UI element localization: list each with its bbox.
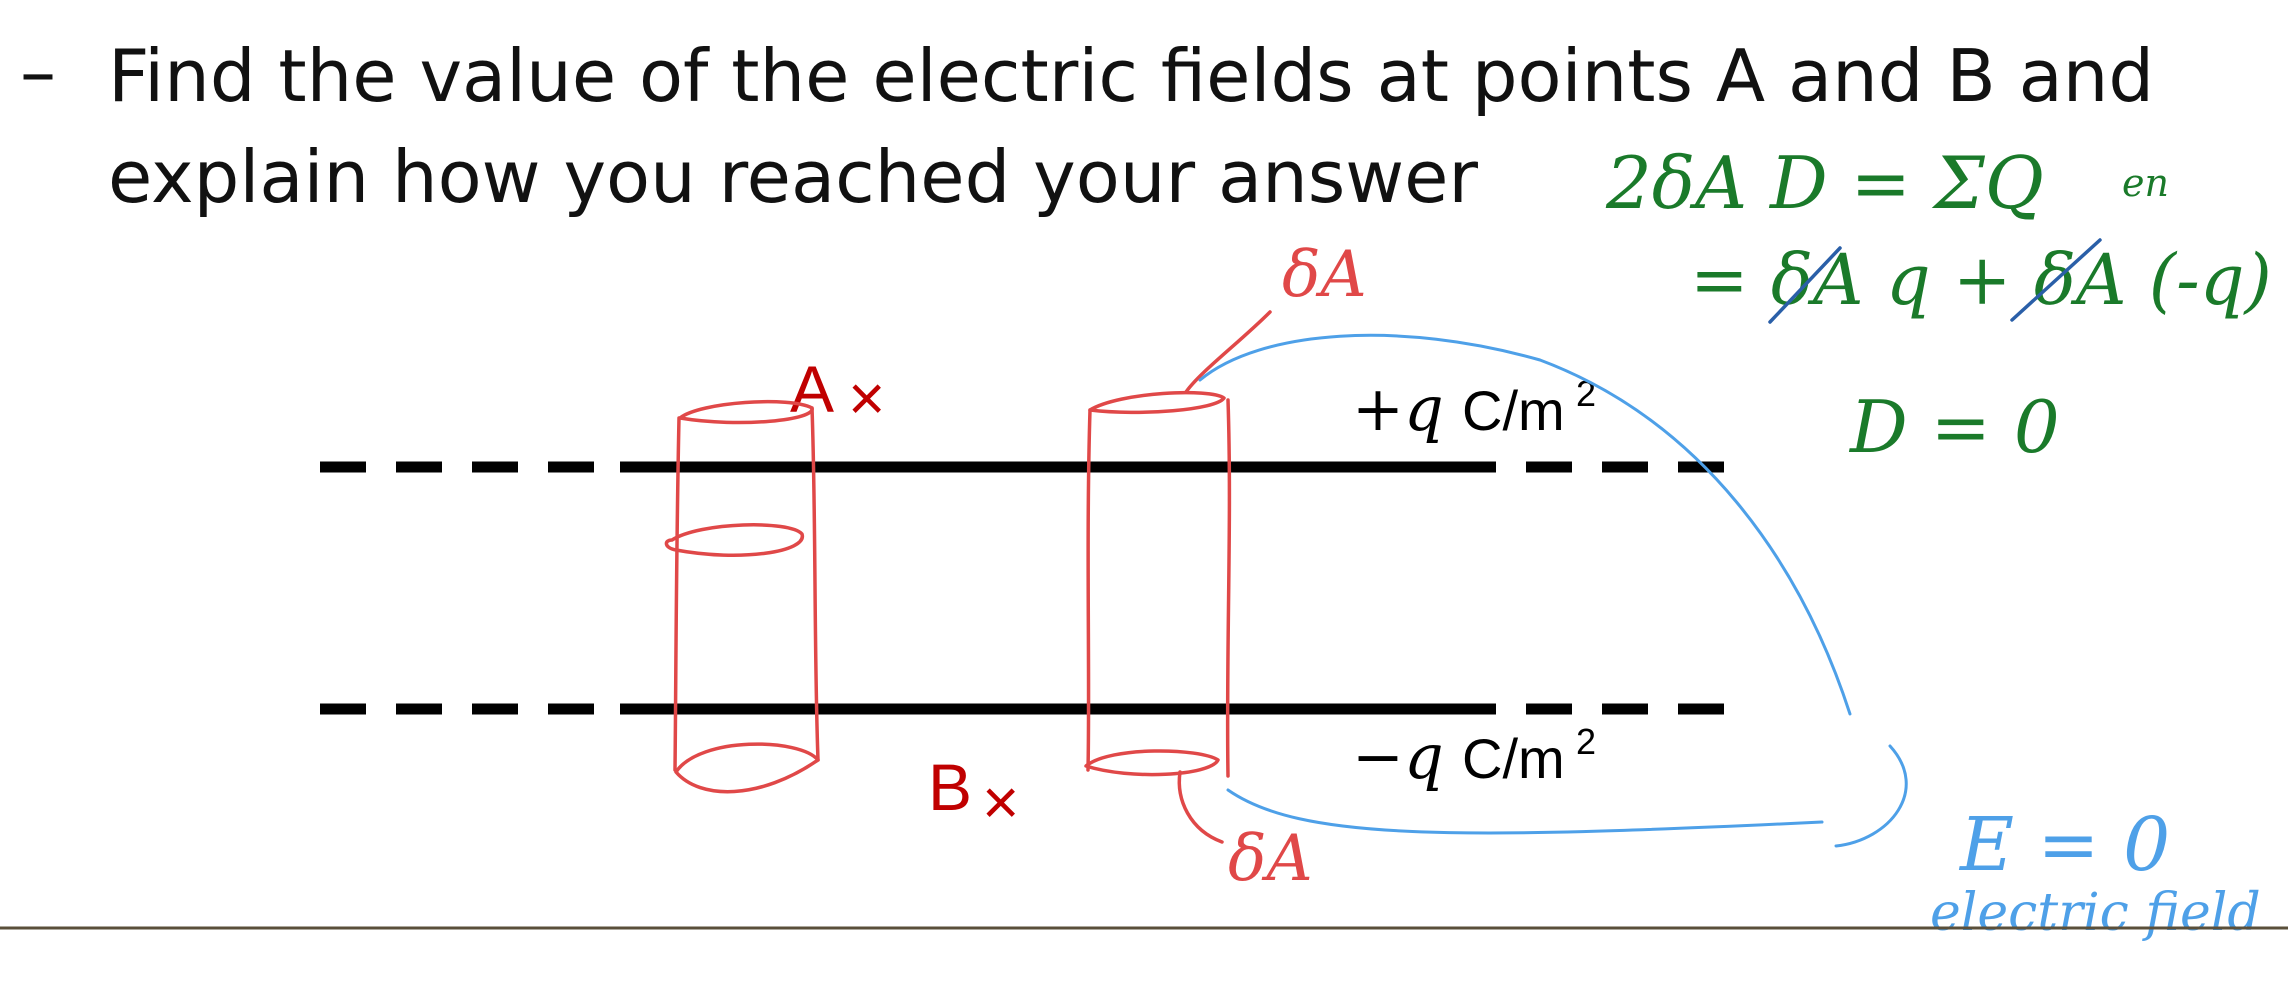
delta-a-top-label: δA (1282, 238, 1367, 312)
point-a-mark: × (848, 362, 885, 434)
bullet-dash: – (20, 30, 56, 114)
top-plate-charge: +q (1352, 372, 1444, 445)
gauss-eq-line-1-subscript: en (2122, 161, 2169, 205)
gaussian-cylinder-right (1084, 310, 1272, 844)
question-line-2: explain how you reached your answer (108, 135, 1479, 219)
delta-a-bottom-label: δA (1228, 822, 1313, 896)
field-note: electric field (1930, 883, 2261, 943)
top-plate-unit: C/m (1462, 379, 1565, 442)
gauss-eq-line-3: D = 0 (1848, 385, 2060, 469)
bottom-plate-charge: −q (1352, 720, 1444, 793)
question-line-1: Find the value of the electric fields at… (108, 34, 2155, 118)
field-result: E = 0 (1958, 802, 2170, 888)
cancel-strokes (1768, 238, 2102, 324)
gauss-eq-line-1: 2δA D = ΣQ (1605, 141, 2044, 225)
gauss-eq-line-2: = δA q + δA (-q) (1690, 239, 2272, 321)
bottom-plate-unit-exponent: 2 (1576, 721, 1596, 762)
point-b-label: B (928, 750, 972, 824)
gaussian-cylinder-left (664, 399, 820, 794)
point-b-mark: × (982, 766, 1019, 838)
blue-connector-strokes (1198, 333, 1908, 848)
bottom-plate-unit: C/m (1462, 727, 1565, 790)
gauss-law-working: 2δA D = ΣQ en = δA q + δA (-q) D = 0 (1605, 141, 2272, 469)
